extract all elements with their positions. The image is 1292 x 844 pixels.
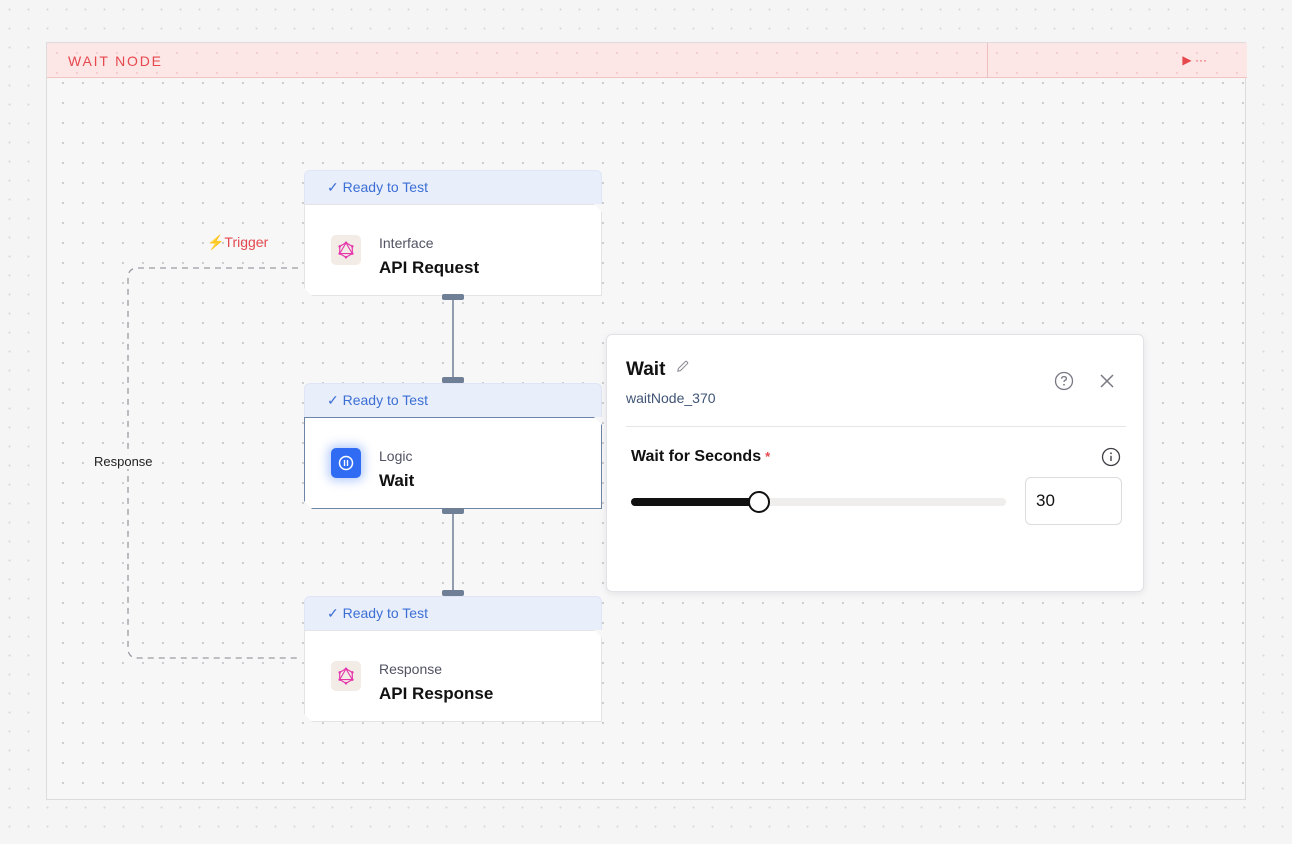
panel-divider <box>626 426 1126 427</box>
output-handle[interactable] <box>442 508 464 514</box>
graphql-icon <box>331 235 361 265</box>
input-handle[interactable] <box>442 590 464 596</box>
node-api-request[interactable]: ✓ Ready to Test Interface API Request <box>304 170 602 296</box>
response-edge-label: Response <box>90 454 157 469</box>
frame-header: WAIT NODE ▶ ··· <box>47 43 1247 78</box>
header-divider <box>987 43 988 78</box>
panel-node-id: waitNode_370 <box>626 390 716 406</box>
node-body[interactable]: Response API Response <box>304 630 602 722</box>
wait-seconds-label: Wait for Seconds* <box>631 448 770 466</box>
node-api-response[interactable]: ✓ Ready to Test Response API Response <box>304 596 602 722</box>
node-status: ✓ Ready to Test <box>304 596 602 630</box>
node-name: API Request <box>379 258 480 277</box>
node-body[interactable]: Logic Wait <box>304 417 602 509</box>
more-options-icon[interactable]: ··· <box>1195 53 1207 67</box>
info-icon[interactable] <box>1101 447 1121 472</box>
node-name: API Response <box>379 684 494 703</box>
required-mark: * <box>765 449 771 464</box>
pencil-icon[interactable] <box>675 359 690 379</box>
run-icon[interactable]: ▶ <box>1182 53 1192 67</box>
node-properties-panel: Wait waitNode_370 Wait for Seconds* <box>606 334 1144 592</box>
close-icon[interactable] <box>1097 371 1117 396</box>
pause-icon <box>331 448 361 478</box>
slider-thumb[interactable] <box>747 491 770 513</box>
wait-seconds-input[interactable] <box>1025 477 1122 525</box>
wait-seconds-label-text: Wait for Seconds <box>631 448 762 465</box>
wait-seconds-slider[interactable] <box>631 491 1006 513</box>
input-handle[interactable] <box>442 377 464 383</box>
frame-title: WAIT NODE <box>68 53 163 69</box>
slider-fill <box>631 498 759 506</box>
graphql-icon <box>331 661 361 691</box>
node-category: Logic <box>379 448 413 464</box>
node-status: ✓ Ready to Test <box>304 170 602 204</box>
node-category: Interface <box>379 235 434 251</box>
panel-title: Wait <box>626 359 666 380</box>
node-body[interactable]: Interface API Request <box>304 204 602 296</box>
trigger-edge-label: ⚡Trigger <box>207 234 269 250</box>
output-handle[interactable] <box>442 294 464 300</box>
node-status: ✓ Ready to Test <box>304 383 602 417</box>
node-wait[interactable]: ✓ Ready to Test Logic Wait <box>304 383 602 509</box>
node-name: Wait <box>379 471 415 490</box>
node-category: Response <box>379 661 443 677</box>
help-icon[interactable] <box>1054 371 1074 396</box>
frame-actions: ▶ ··· <box>1182 53 1207 67</box>
